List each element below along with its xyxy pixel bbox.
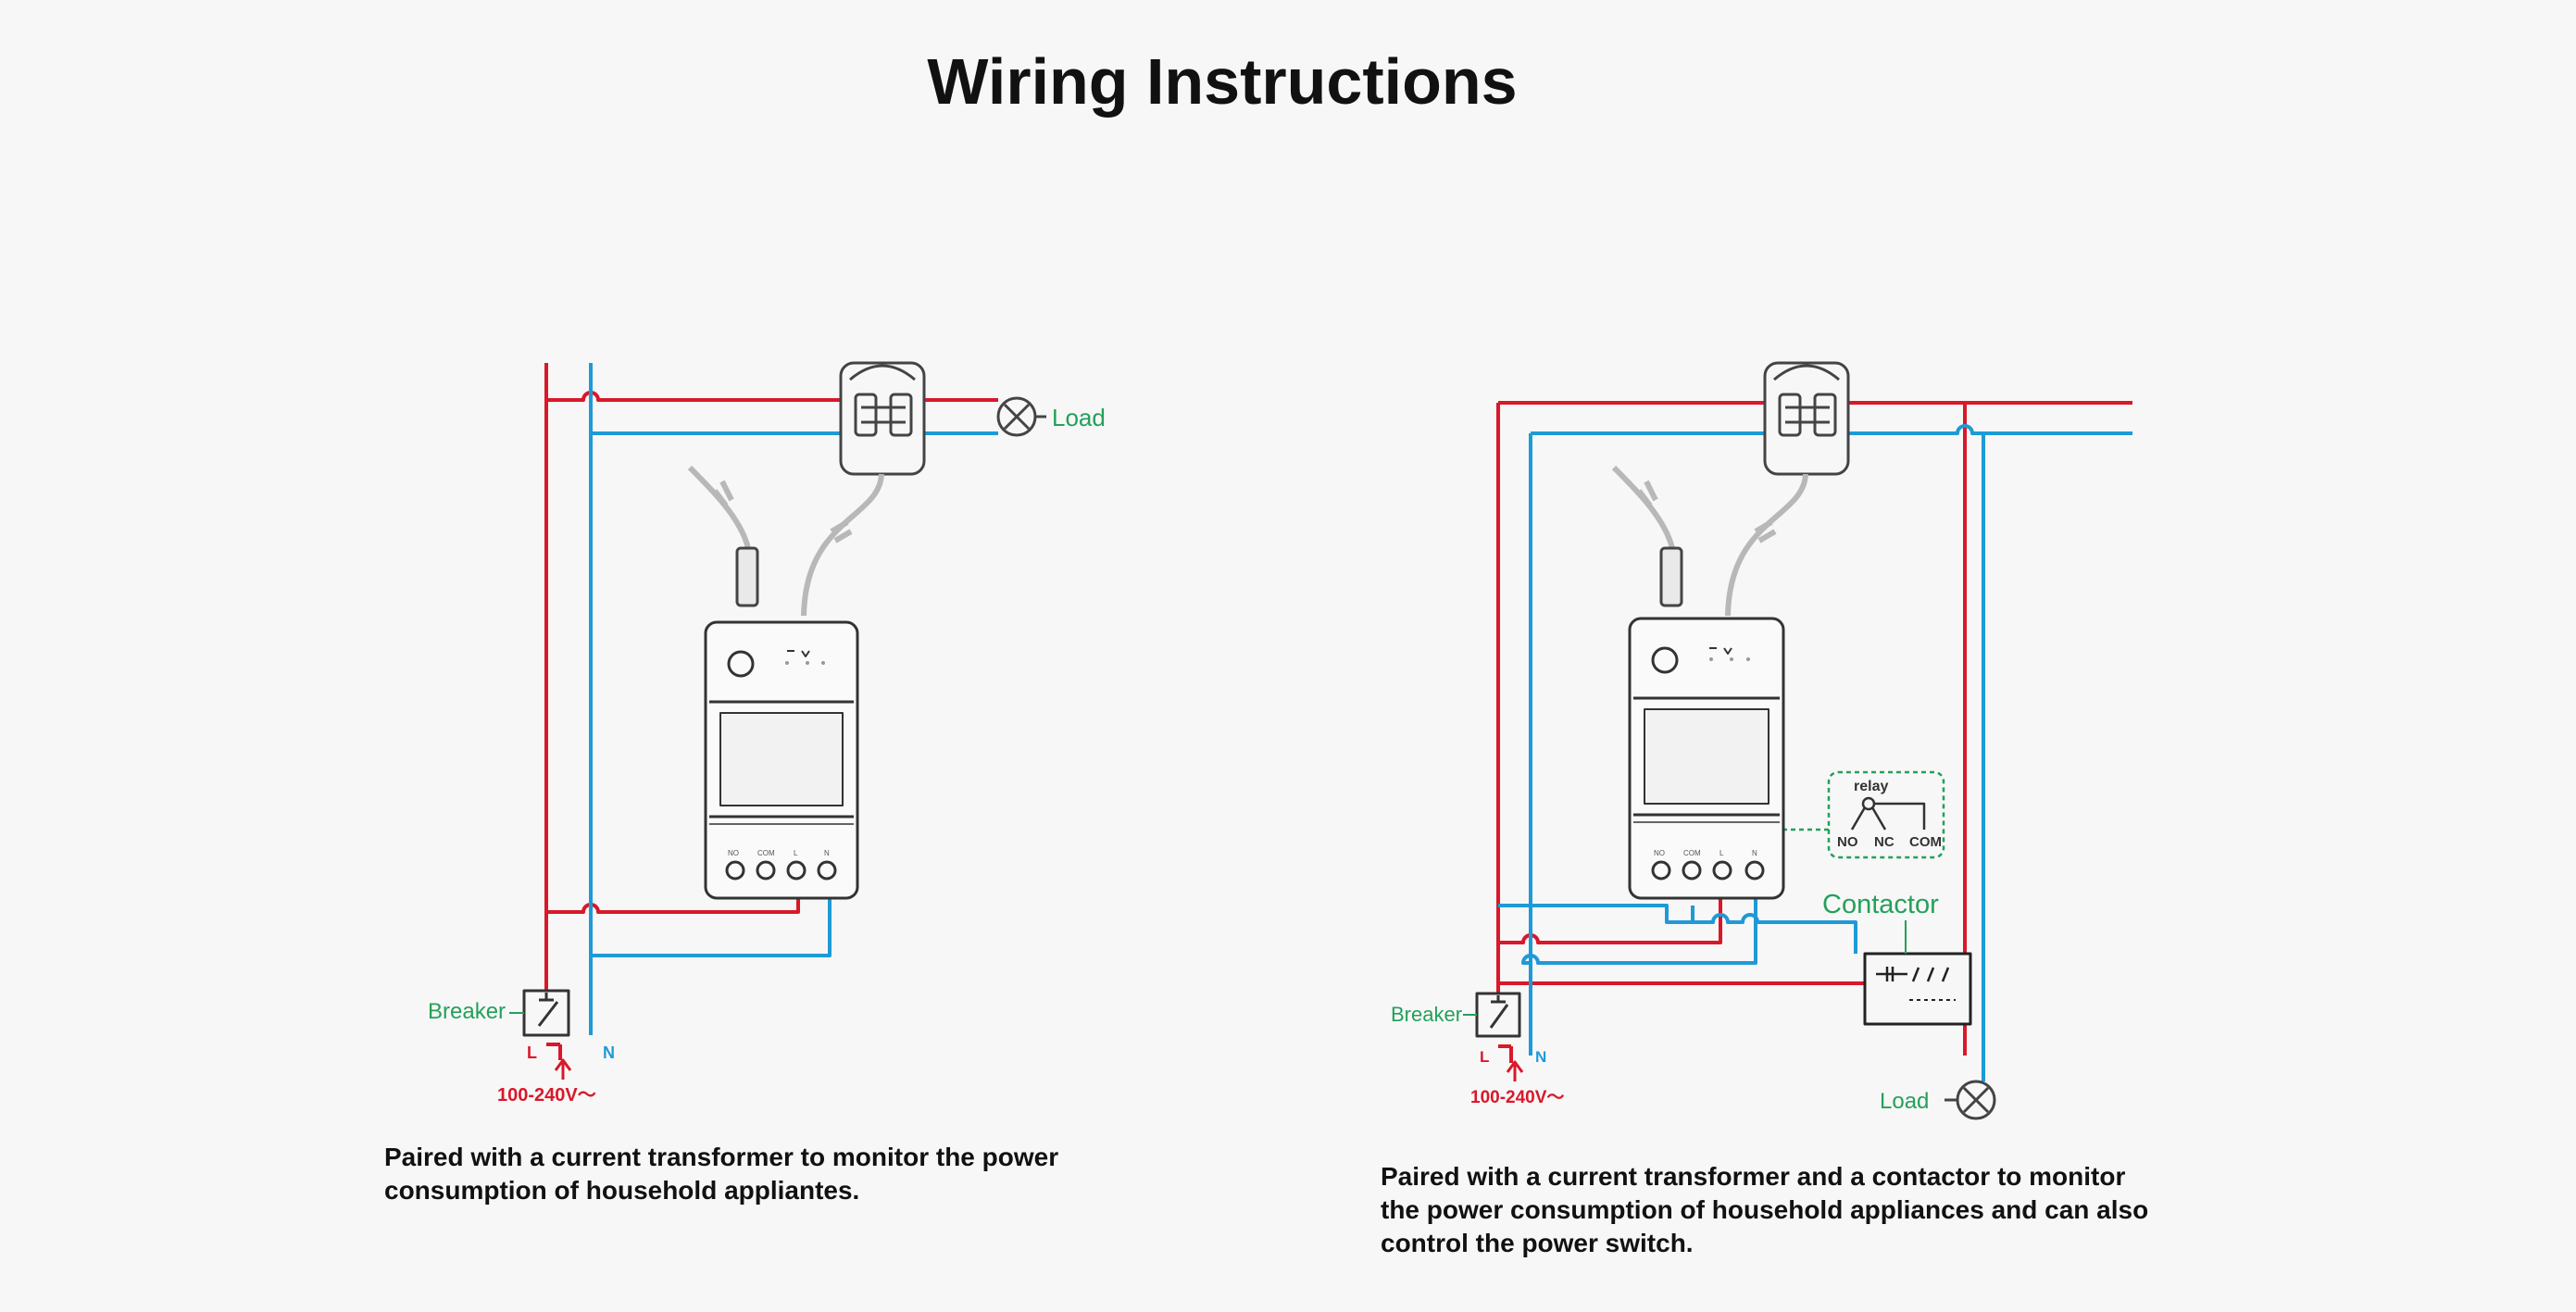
left-terminal-l: L (794, 849, 798, 857)
right-terminal-l: L (1719, 849, 1724, 857)
left-l-label: L (527, 1043, 537, 1062)
right-ct-clamp-icon (1763, 361, 1850, 476)
left-diagram: Load Breaker L N 100-240V～ NO COM L N (428, 361, 1106, 1106)
right-breaker-icon (1475, 992, 1521, 1038)
left-n-label: N (603, 1043, 615, 1062)
left-breaker-icon (522, 989, 570, 1037)
right-terminal-com: COM (1683, 849, 1701, 857)
right-voltage-label: 100-240V～ (1470, 1088, 1564, 1107)
left-voltage-arrow-icon (554, 1058, 572, 1080)
right-voltage-arrow-icon (1506, 1060, 1524, 1081)
right-contactor-label: Contactor (1822, 890, 1939, 919)
right-load-lamp-icon (1945, 1080, 1996, 1120)
right-relay-no-label: NO (1837, 834, 1858, 850)
left-ct-clamp-icon (839, 361, 926, 476)
left-load-lamp-icon (996, 396, 1046, 437)
left-breaker-label: Breaker (428, 999, 506, 1024)
right-relay-symbol-icon (1850, 796, 1926, 831)
left-cables (687, 465, 884, 617)
right-terminal-no: NO (1654, 849, 1665, 857)
right-cables (1611, 465, 1808, 617)
right-smart-meter-device (1628, 617, 1785, 900)
right-relay-label: relay (1854, 779, 1888, 794)
left-plug-icon (735, 546, 759, 607)
right-load-label: Load (1880, 1089, 1929, 1114)
left-load-label: Load (1052, 404, 1106, 431)
right-l-label: L (1480, 1048, 1489, 1066)
right-terminal-n: N (1752, 849, 1757, 857)
right-relay-nc-label: NC (1874, 834, 1894, 850)
left-neutral-wire (589, 363, 998, 1035)
left-terminal-no: NO (728, 849, 739, 857)
right-n-label: N (1535, 1048, 1546, 1066)
right-contactor-icon (1863, 952, 1972, 1026)
page-title: Wiring Instructions (927, 45, 1518, 118)
left-voltage-label: 100-240V～ (497, 1085, 596, 1106)
left-caption: Paired with a current transformer to mon… (384, 1143, 1059, 1205)
right-plug-icon (1659, 546, 1683, 607)
right-diagram: Contactor relay NO NC COM Load Breaker L… (1391, 361, 2132, 1120)
right-caption: Paired with a current transformer and a … (1381, 1162, 2149, 1257)
right-breaker-label: Breaker (1391, 1003, 1462, 1026)
left-terminal-n: N (824, 849, 830, 857)
left-terminal-com: COM (757, 849, 775, 857)
right-neutral-wire (1498, 424, 2132, 1081)
left-smart-meter-device (704, 620, 859, 900)
right-relay-com-label: COM (1909, 834, 1942, 850)
